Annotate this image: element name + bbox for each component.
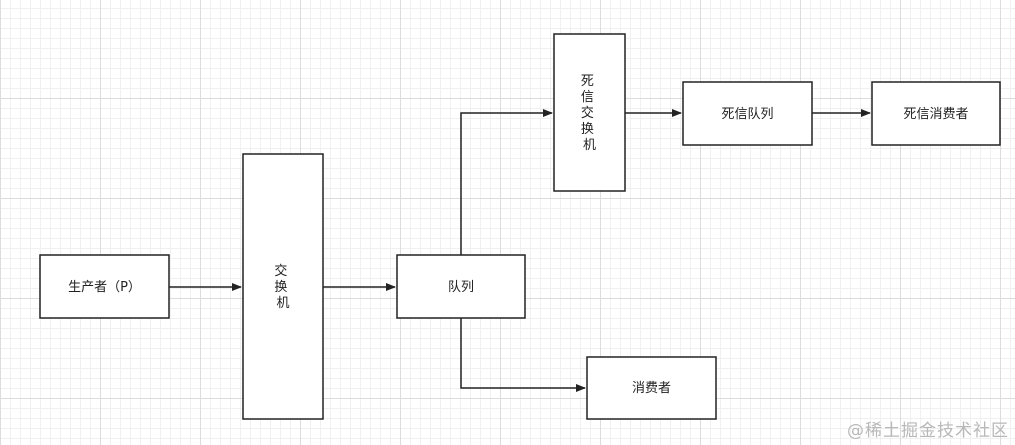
dead-letter-exchange-label: 死 信 交 换 机: [581, 74, 598, 153]
dead-letter-exchange-label-char: 信: [581, 90, 594, 105]
queue-label: 队列: [448, 280, 474, 295]
dead-letter-consumer-node: 死信消费者: [871, 81, 1001, 146]
arrow-queue-to-dead-letter-exchange: [460, 109, 553, 255]
dead-letter-exchange-node: 死 信 交 换 机: [553, 33, 626, 192]
arrow-queue-to-consumer: [460, 318, 586, 392]
exchange-node: 交 换 机: [242, 153, 324, 420]
dead-letter-exchange-label-char: 死: [581, 74, 594, 89]
exchange-label: 交 换 机: [274, 263, 291, 311]
queue-node: 队列: [396, 254, 526, 319]
consumer-label: 消费者: [632, 381, 671, 396]
exchange-label-char: 换: [274, 280, 287, 295]
consumer-node: 消费者: [586, 356, 717, 420]
connectors: [169, 109, 871, 392]
producer-label: 生产者（P）: [68, 280, 141, 295]
dead-letter-queue-label: 死信队列: [721, 107, 773, 122]
dead-letter-exchange-label-char: 机: [583, 138, 596, 153]
exchange-label-char: 交: [274, 263, 287, 279]
dead-letter-consumer-label: 死信消费者: [903, 107, 968, 122]
watermark: @稀土掘金技术社区: [847, 421, 1009, 441]
exchange-label-char: 机: [276, 296, 289, 311]
producer-node: 生产者（P）: [39, 254, 170, 319]
dead-letter-queue-node: 死信队列: [682, 81, 813, 146]
dead-letter-exchange-label-char: 交: [581, 105, 594, 121]
dead-letter-exchange-label-char: 换: [581, 122, 594, 137]
